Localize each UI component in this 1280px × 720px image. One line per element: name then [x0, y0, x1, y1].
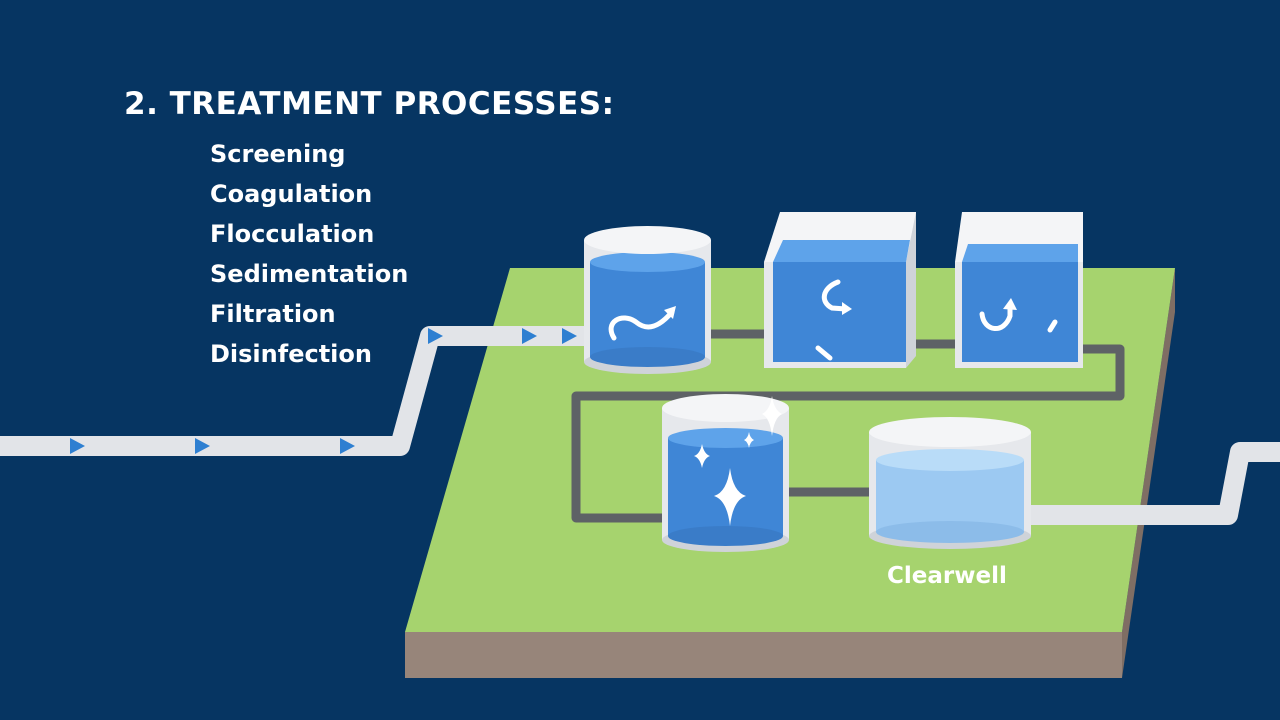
filtration-tank	[662, 394, 789, 552]
sparkle-icon	[762, 396, 782, 436]
swirl-arrow-icon	[608, 309, 675, 341]
process-item-disinfection: Disinfection	[210, 340, 372, 368]
flow-arrow-icon	[522, 328, 537, 344]
flow-arrow-icon	[428, 328, 443, 344]
outlet-pipe	[1025, 442, 1280, 525]
flow-arrow-icon	[340, 438, 355, 454]
ground-side-right	[1122, 268, 1175, 678]
coagulation-tank	[584, 226, 711, 374]
sedimentation-tank	[955, 212, 1083, 368]
process-item-sedimentation: Sedimentation	[210, 260, 409, 288]
flow-arrow-icon	[195, 438, 210, 454]
process-item-filtration: Filtration	[210, 300, 336, 328]
sparkle-icon	[694, 444, 710, 468]
process-item-screening: Screening	[210, 140, 346, 168]
inlet-pipe	[0, 326, 600, 456]
sparkle-icon	[744, 432, 754, 448]
section-heading: 2. TREATMENT PROCESSES:	[124, 86, 615, 122]
flocculation-tank	[764, 212, 916, 368]
process-item-flocculation: Flocculation	[210, 220, 375, 248]
process-list: Screening Coagulation Flocculation Sedim…	[210, 138, 408, 378]
sparkle-icon	[714, 468, 746, 526]
curl-arrow-icon	[821, 279, 849, 312]
flow-arrow-icon	[70, 438, 85, 454]
clearwell-tank	[869, 417, 1031, 549]
curl-arrow-icon	[979, 303, 1013, 331]
flow-arrow-icon	[562, 328, 577, 344]
clearwell-label: Clearwell	[887, 563, 1007, 589]
ground-side	[405, 632, 1122, 678]
process-item-coagulation: Coagulation	[210, 180, 373, 208]
